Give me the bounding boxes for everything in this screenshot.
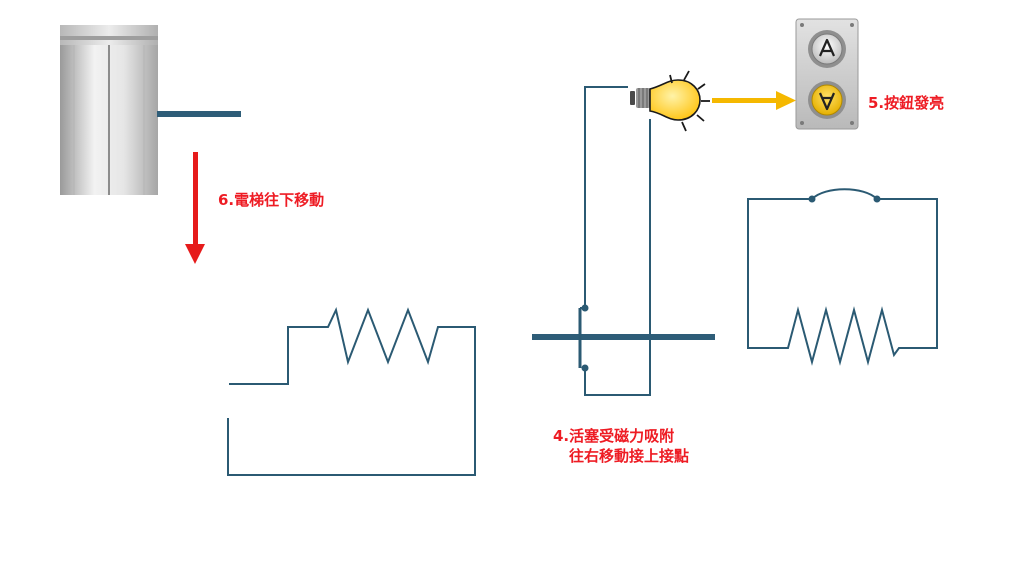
piston-contact bbox=[578, 304, 589, 372]
lamp-wiring bbox=[580, 86, 651, 396]
elevator-call-panel-icon bbox=[795, 18, 859, 130]
piston-label-line-2: 往右移動接上接點 bbox=[569, 447, 690, 465]
elevator-door-icon bbox=[60, 25, 158, 195]
right-coil-circuit bbox=[747, 188, 938, 366]
up-arrow-icon bbox=[808, 30, 846, 68]
elevator-moving-down-label: 6.電梯往下移動 bbox=[218, 191, 325, 209]
elevator-rod bbox=[157, 111, 241, 117]
down-motion-arrow-icon bbox=[185, 152, 205, 264]
piston-label-line-1: 4.活塞受磁力吸附 bbox=[553, 427, 675, 445]
piston-rod bbox=[532, 334, 715, 340]
light-bulb-icon bbox=[630, 70, 710, 132]
down-arrow-icon bbox=[808, 81, 846, 119]
button-lit-label: 5.按鈕發亮 bbox=[868, 94, 945, 112]
light-arrow-icon bbox=[712, 91, 796, 110]
left-coil-circuit bbox=[227, 306, 476, 476]
